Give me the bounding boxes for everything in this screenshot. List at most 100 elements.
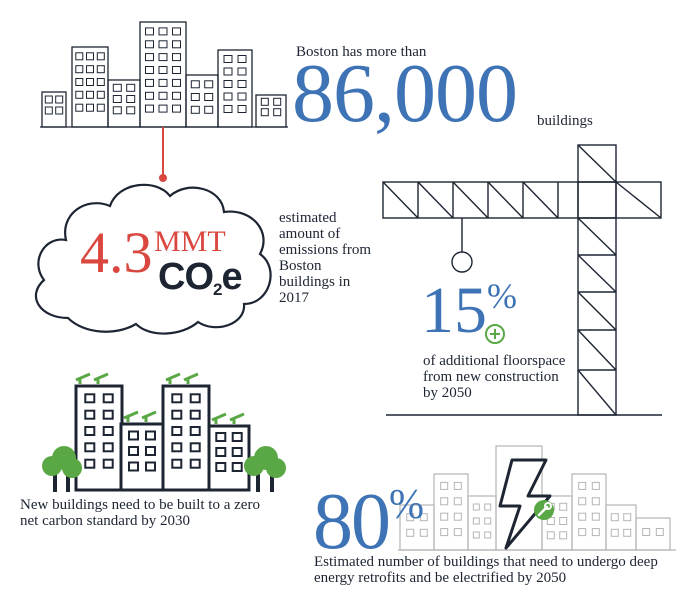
skyline-window — [204, 105, 214, 114]
retrofit-building-window — [472, 517, 480, 525]
green-buildings-icon — [74, 384, 251, 492]
retrofit-building-window — [591, 497, 600, 506]
skyline-window — [190, 93, 200, 101]
retrofit-building-window — [591, 512, 600, 521]
retrofit-building-window — [440, 528, 449, 537]
retrofit-building-window — [440, 497, 449, 506]
retrofit-building-window — [578, 512, 587, 521]
skyline-window — [96, 78, 105, 86]
skyline-window — [44, 95, 53, 104]
skyline-window — [223, 80, 233, 88]
retrofit-building-window — [484, 531, 492, 539]
skyline-window — [145, 27, 154, 36]
skyline-window — [158, 66, 168, 74]
skyline-window — [237, 55, 247, 63]
retrofit-building-window — [559, 517, 568, 525]
skyline-window — [145, 66, 154, 74]
green-building-window — [145, 461, 156, 472]
skyline-window — [172, 40, 181, 49]
skyline-window — [158, 91, 168, 100]
buildings-count: 86,000 — [292, 47, 518, 140]
skyline-window — [112, 106, 122, 115]
skyline-window — [223, 105, 233, 113]
skyline-window — [112, 95, 122, 103]
retrofit-building-window — [642, 528, 651, 536]
green-building-window — [84, 442, 96, 453]
skyline-window — [237, 67, 247, 76]
retrofit-building-window — [472, 531, 480, 539]
green-building-window — [102, 426, 114, 436]
skyline-window — [86, 90, 94, 99]
skyline-window — [145, 91, 154, 100]
green-building-window — [189, 393, 201, 404]
skyline-window — [260, 97, 269, 106]
retrofit-building-window — [559, 502, 568, 511]
skyline-window — [44, 106, 53, 115]
retrofit-building-window — [655, 528, 664, 536]
retrofits-description: Estimated number of buildings that need … — [314, 554, 658, 587]
skyline-window — [223, 92, 233, 101]
tree-icon — [42, 446, 82, 492]
skyline-window — [273, 108, 282, 117]
solar-panel-icon — [75, 372, 245, 424]
skyline-window — [172, 91, 181, 100]
skyline-window — [223, 55, 233, 63]
green-building-window — [189, 409, 201, 420]
retrofit-building-window — [453, 512, 462, 521]
emissions-value: 4.3 — [80, 220, 153, 285]
green-building-window — [231, 462, 243, 472]
green-building-window — [84, 426, 96, 436]
skyline-window — [86, 52, 94, 61]
retrofit-building-window — [419, 528, 428, 537]
retrofit-building-window — [453, 497, 462, 506]
retrofits-number: 80 — [313, 478, 391, 566]
skyline-window — [158, 104, 168, 113]
retrofit-building-window — [591, 528, 600, 537]
retrofit-building-window — [610, 513, 619, 522]
retrofit-building-window — [546, 531, 555, 540]
emissions-description: estimated amount of emissions from Bosto… — [279, 210, 372, 307]
skyline-window — [75, 103, 84, 112]
retrofit-building-window — [546, 517, 555, 525]
skyline-windows — [44, 27, 282, 117]
floorspace-percent-sign: % — [487, 276, 517, 316]
green-building-window — [145, 446, 156, 456]
green-building-window — [102, 393, 114, 404]
emissions-gas-subscript: 2 — [213, 280, 223, 299]
retrofit-building-window — [440, 481, 449, 490]
skyline-window — [237, 80, 247, 88]
skyline-window — [112, 83, 122, 92]
retrofits-value: 80% — [313, 482, 424, 562]
skyline-window — [172, 78, 181, 87]
retrofits-percent-sign: % — [389, 482, 424, 528]
skyline-window — [145, 78, 154, 87]
retrofit-building-window — [406, 528, 415, 537]
skyline-window — [126, 95, 136, 103]
green-building-window — [102, 409, 114, 420]
skyline-window — [190, 105, 200, 114]
skyline-window — [158, 27, 168, 36]
skyline-window — [172, 27, 181, 36]
green-building-window — [171, 442, 183, 453]
green-building-window — [171, 393, 183, 404]
retrofit-building-window — [472, 503, 480, 511]
green-building-window — [84, 458, 96, 469]
green-building-window — [215, 462, 227, 472]
retrofit-building-window — [453, 481, 462, 490]
green-building-window — [171, 458, 183, 469]
skyline-window — [237, 105, 247, 113]
green-building-window — [102, 458, 114, 469]
retrofit-buildings-icon — [398, 445, 676, 551]
skyline-window — [96, 65, 105, 74]
skyline-window — [260, 108, 269, 117]
connector-dot — [159, 174, 167, 182]
skyline-window — [172, 53, 181, 62]
new-buildings-description: New buildings need to be built to a zero… — [20, 497, 260, 530]
green-building-window — [171, 426, 183, 436]
green-building-window — [215, 432, 227, 442]
emissions-gas: CO2e — [158, 258, 243, 299]
skyline-window — [86, 78, 94, 86]
green-building-window — [145, 430, 156, 441]
